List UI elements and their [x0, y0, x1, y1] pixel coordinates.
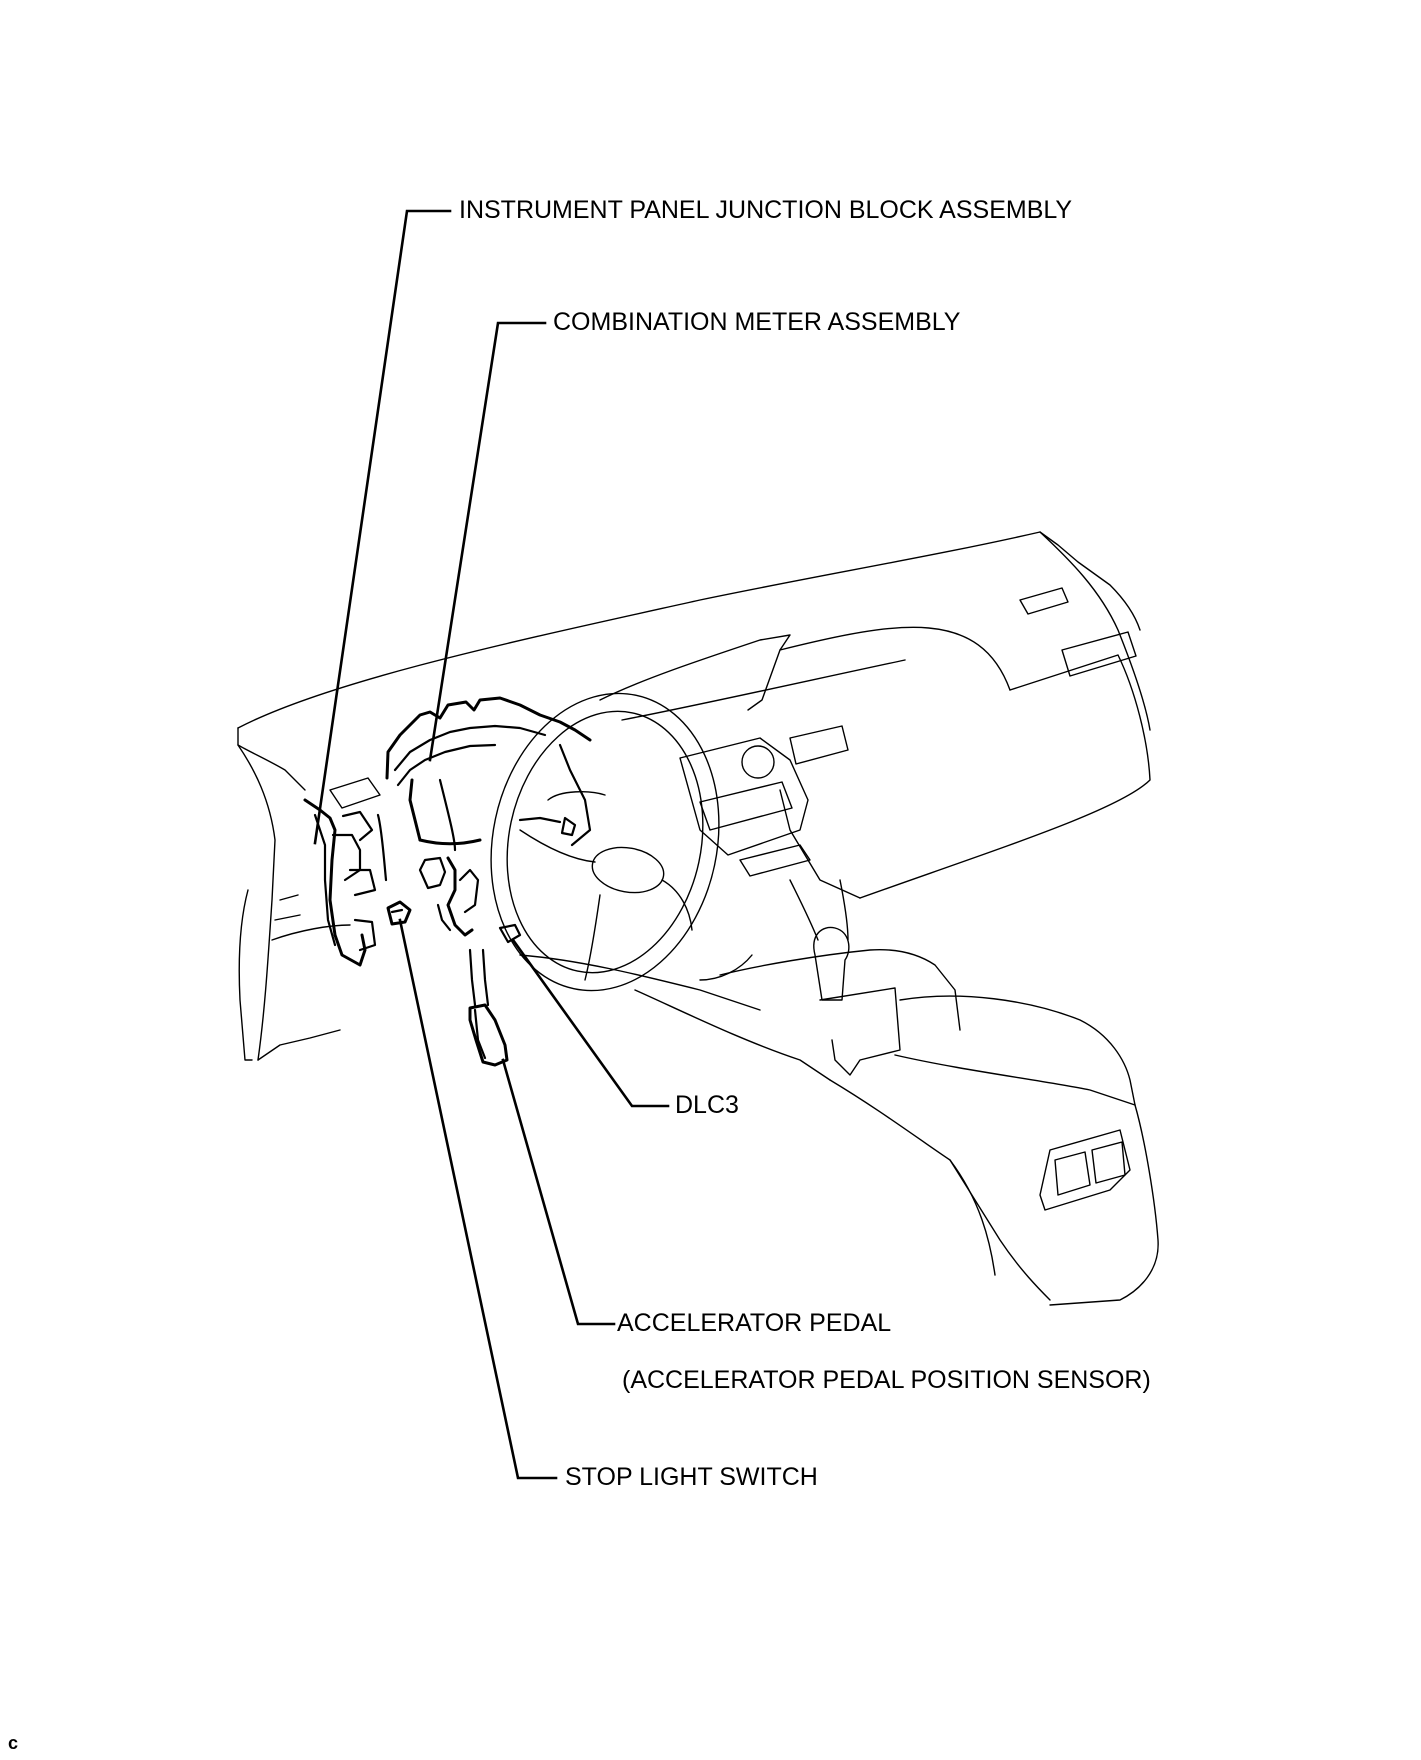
steering-wheel: [490, 692, 753, 992]
leader-dlc3: [511, 938, 670, 1108]
label-junction-block: INSTRUMENT PANEL JUNCTION BLOCK ASSEMBLY: [459, 196, 1073, 224]
pedal-bracket-part: [418, 856, 522, 1067]
junction-block-part: [274, 798, 388, 967]
label-accelerator-sensor: (ACCELERATOR PEDAL POSITION SENSOR): [622, 1366, 1151, 1394]
leader-stop-light-switch: [398, 918, 558, 1480]
leader-accelerator-pedal: [501, 1058, 616, 1326]
leader-junction-block: [313, 209, 452, 845]
dashboard-outline: [237, 531, 1159, 1306]
corner-mark: c: [8, 1733, 19, 1753]
label-combination-meter: COMBINATION METER ASSEMBLY: [553, 308, 961, 336]
label-accelerator-pedal: ACCELERATOR PEDAL: [617, 1309, 892, 1337]
leader-lines: [313, 209, 670, 1480]
combination-meter-part: [385, 696, 592, 852]
label-dlc3: DLC3: [675, 1091, 739, 1119]
stop-light-switch-part: [386, 900, 412, 926]
label-stop-light-switch: STOP LIGHT SWITCH: [565, 1463, 818, 1491]
leader-combination-meter: [428, 321, 547, 762]
